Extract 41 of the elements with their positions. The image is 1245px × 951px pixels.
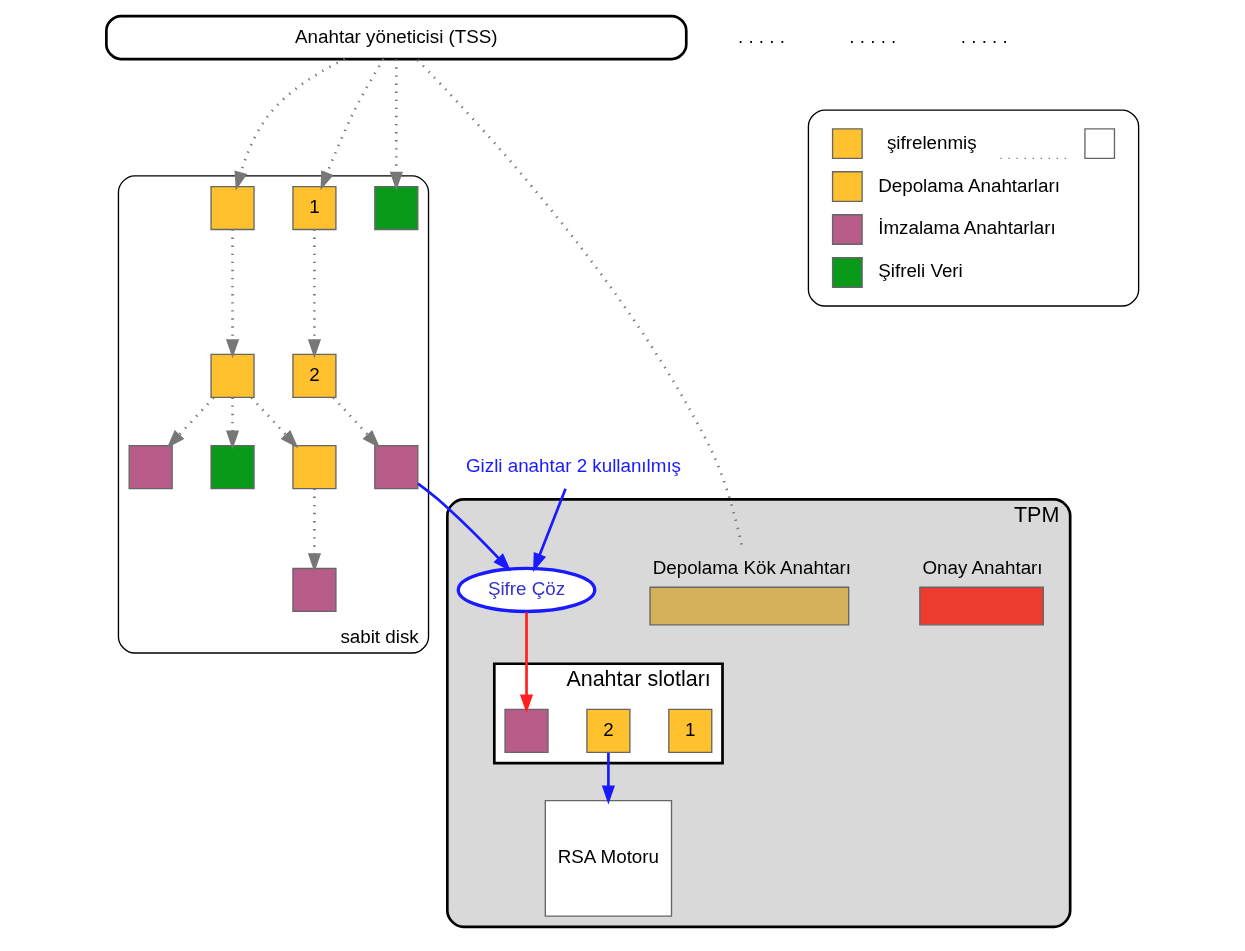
arrow — [320, 58, 385, 191]
arrow — [519, 612, 534, 714]
legend-label: Şifreli Veri — [878, 260, 963, 282]
connector — [415, 58, 743, 545]
arrow — [225, 229, 240, 359]
label: . . . . . — [960, 25, 1008, 47]
node-box — [210, 185, 255, 231]
node-box — [292, 567, 337, 613]
arrow — [307, 488, 321, 573]
node-box: 1 — [292, 185, 337, 231]
arrow — [332, 396, 381, 449]
legend-label: Depolama Anahtarları — [878, 174, 1060, 196]
arrow — [389, 59, 403, 191]
legend-label: İmzalama Anahtarları — [878, 217, 1056, 239]
node-box: Anahtar yöneticisi (TSS) — [105, 14, 688, 61]
arrow — [417, 482, 512, 572]
arrow — [234, 58, 346, 191]
node-box: 2 — [292, 353, 337, 398]
arrow — [225, 397, 240, 450]
node-ellipse: Şifre Çöz — [456, 566, 597, 614]
node-box — [210, 444, 255, 490]
node-box — [292, 444, 337, 490]
label: . . . . . — [737, 25, 785, 47]
node-box — [374, 185, 419, 231]
arrow — [601, 752, 615, 805]
node-box: 1 — [668, 708, 713, 754]
arrow — [250, 396, 299, 449]
arrow — [533, 488, 567, 572]
arrow — [307, 229, 321, 359]
arrow — [166, 396, 215, 449]
label: . . . . . — [849, 25, 897, 47]
node-box — [128, 444, 173, 490]
legend-label: şifrelenmiş — [886, 131, 977, 153]
node-text: Gizli anahtar 2 kullanılmış — [465, 455, 682, 477]
node-box — [210, 353, 255, 398]
node-label: Depolama Kök Anahtarı — [652, 557, 852, 579]
node-box — [504, 708, 549, 754]
node-box — [374, 444, 419, 490]
node-box: RSA Motoru — [544, 800, 673, 917]
node-box: 2 — [586, 708, 631, 754]
node-label: Onay Anahtarı — [922, 557, 1043, 579]
